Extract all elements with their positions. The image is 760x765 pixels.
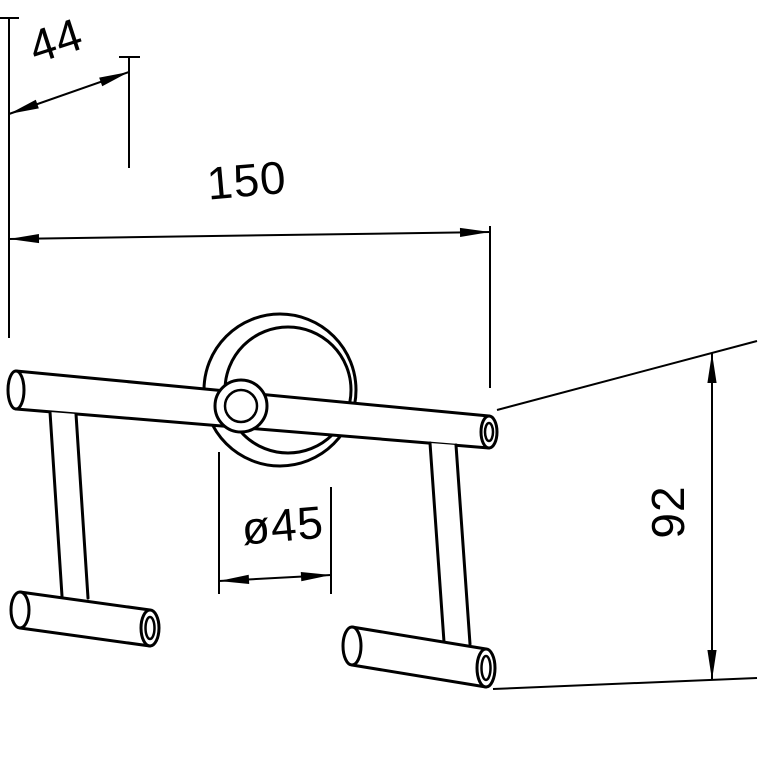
dim92-extension-bottom (492, 677, 758, 690)
right-post-body (430, 443, 470, 644)
right-post (428, 441, 472, 646)
left-foot-right-cap-inner (144, 615, 156, 641)
left-foot (9, 590, 161, 648)
rail-left-cap (6, 369, 26, 411)
dimension-offset-44: 44 (0, 7, 140, 338)
dim92-extension-top (496, 340, 758, 411)
left-foot-left-cap (9, 590, 31, 630)
dim150-line (8, 227, 491, 244)
right-foot-top-edge (350, 625, 488, 651)
rail-right-cap-inner (483, 421, 495, 443)
hub-inner-circle (223, 388, 259, 424)
right-foot-bottom-edge (350, 663, 488, 689)
mounting-hub (213, 378, 269, 434)
right-foot-body (352, 627, 486, 687)
dim44-line (8, 71, 130, 115)
left-foot-top-edge (18, 590, 152, 612)
left-post-left-edge (48, 410, 64, 598)
dimension-height-92: 92 (492, 340, 758, 690)
right-foot (341, 625, 497, 689)
right-foot-left-cap (341, 625, 363, 667)
dimension-width-150: 150 (8, 151, 491, 388)
right-post-left-edge (428, 441, 446, 644)
dimension-diameter-45: ø45 (218, 452, 332, 594)
dim45-line (218, 572, 332, 584)
dim150-label: 150 (205, 151, 289, 210)
left-post-right-edge (74, 412, 90, 600)
dim44-label: 44 (22, 7, 89, 73)
dim92-label: 92 (642, 485, 694, 538)
fixture (6, 312, 499, 689)
right-foot-right-cap-inner (480, 654, 492, 682)
dim45-label: ø45 (239, 496, 325, 555)
right-post-right-edge (454, 443, 472, 646)
left-post (48, 410, 90, 600)
left-foot-bottom-edge (18, 626, 152, 648)
